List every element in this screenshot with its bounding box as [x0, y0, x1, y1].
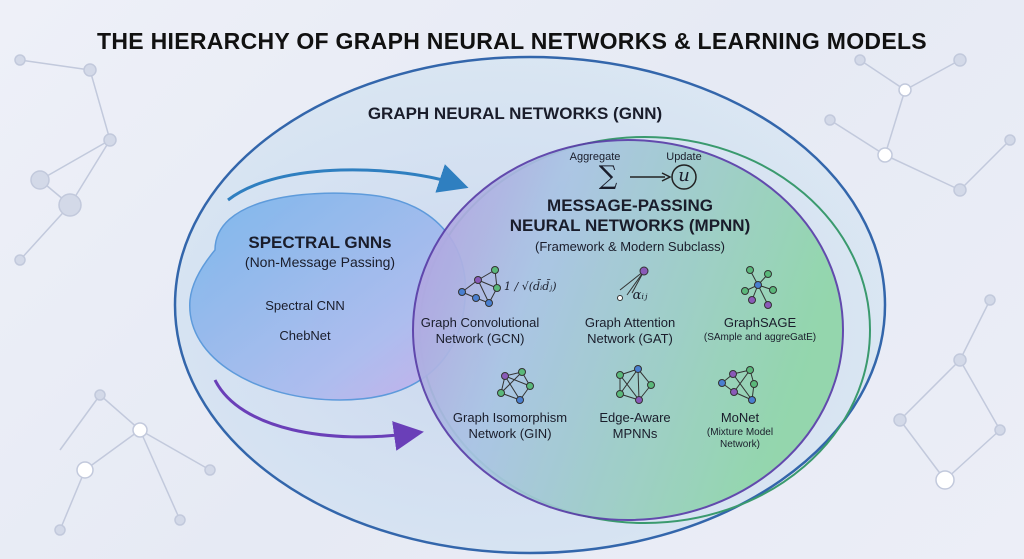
- gcn-formula: 1 / √(d̄ᵢd̄ⱼ): [504, 280, 557, 293]
- model-gat-line2: Network (GAT): [587, 331, 673, 346]
- gat-formula: αᵢⱼ: [632, 288, 648, 303]
- model-gin-line2: Network (GIN): [468, 426, 552, 441]
- spectral-subtitle: (Non-Message Passing): [244, 254, 396, 270]
- model-edge-aware-line1: Edge-Aware: [599, 410, 671, 425]
- mpnn-title-line2: NEURAL NETWORKS (MPNN): [509, 216, 751, 235]
- spectral-item: ChebNet: [279, 328, 331, 343]
- model-edge-aware-line2: MPNNs: [612, 426, 658, 441]
- mpnn-title-line1: MESSAGE-PASSING: [547, 196, 713, 215]
- mpnn-ellipse: [412, 139, 844, 521]
- model-monet-line2: (Mixture Model: [706, 427, 774, 438]
- aggregate-sum-symbol: ∑: [598, 161, 618, 191]
- aggregate-label: Aggregate: [569, 151, 621, 163]
- arrow-spectral-to-mpnn-bottom: [213, 379, 424, 451]
- model-gcn-line2: Network (GCN): [435, 331, 525, 346]
- arrow-spectral-to-mpnn-top: [227, 164, 469, 202]
- model-gat-line1: Graph Attention: [584, 315, 676, 330]
- model-graphsage-line2: (SAmple and aggreGatE): [703, 332, 817, 343]
- model-monet-line1: MoNet: [720, 410, 760, 425]
- spectral-title: SPECTRAL GNNs: [248, 233, 392, 252]
- update-symbol: u: [678, 165, 690, 186]
- update-circle: [671, 164, 697, 190]
- aggregate-update-arrow: [661, 172, 672, 182]
- mpnn-subtitle: (Framework & Modern Subclass): [535, 239, 725, 254]
- gat-icon: [617, 266, 649, 301]
- model-gin-line1: Graph Isomorphism: [452, 410, 568, 425]
- background-network-decoration: [14, 53, 1016, 536]
- edge-aware-icon: [616, 365, 655, 404]
- monet-icon: [718, 366, 758, 404]
- gin-icon: [497, 368, 534, 404]
- graphsage-icon: [741, 266, 777, 309]
- update-label: Update: [666, 151, 702, 163]
- gnn-label: GRAPH NEURAL NETWORKS (GNN): [367, 104, 663, 123]
- model-gcn-line1: Graph Convolutional: [420, 315, 540, 330]
- gcn-icon: [458, 266, 501, 307]
- model-graphsage-line1: GraphSAGE: [723, 315, 797, 330]
- model-monet-line3: Network): [719, 439, 760, 450]
- spectral-item: Spectral CNN: [265, 298, 345, 313]
- page-title: THE HIERARCHY OF GRAPH NEURAL NETWORKS &…: [97, 28, 927, 54]
